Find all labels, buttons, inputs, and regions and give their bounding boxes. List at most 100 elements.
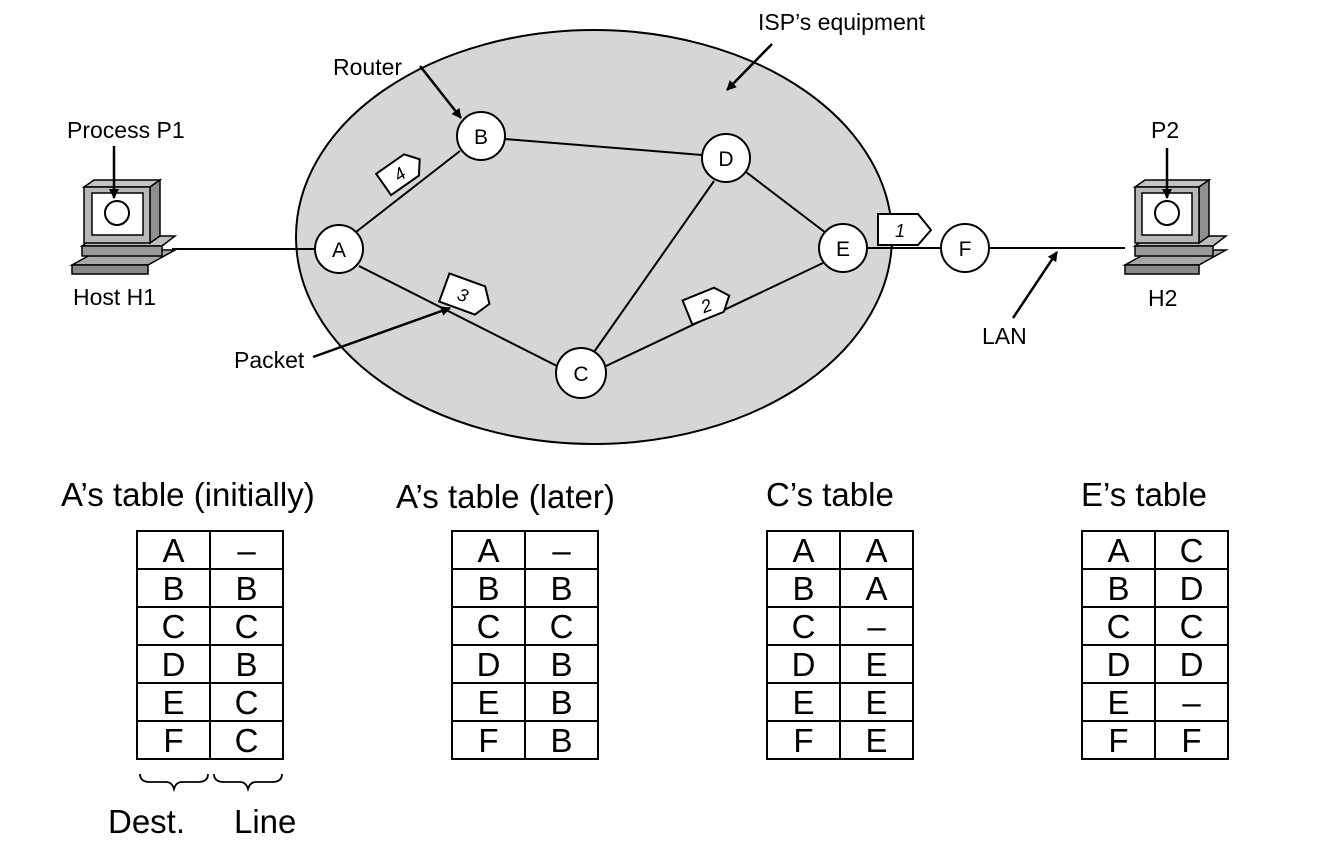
line-brace xyxy=(213,773,283,792)
dest-cell: A xyxy=(1081,530,1156,570)
network-diagram: A B C D E F 1 2 3 4 xyxy=(67,9,1229,445)
router-a: A xyxy=(314,224,364,274)
host-h1-label: Host H1 xyxy=(73,284,156,310)
isp-equipment-label: ISP’s equipment xyxy=(758,9,926,35)
table-row: A– xyxy=(451,530,599,570)
legend-braces xyxy=(139,773,283,792)
process-p1-label: Process P1 xyxy=(67,117,185,143)
dest-cell: F xyxy=(136,720,211,760)
dest-cell: B xyxy=(451,568,526,608)
line-cell: A xyxy=(839,530,914,570)
router-d-label: D xyxy=(718,148,733,171)
dest-cell: A xyxy=(766,530,841,570)
line-cell: – xyxy=(209,530,284,570)
line-cell: C xyxy=(209,682,284,722)
dest-cell: C xyxy=(136,606,211,646)
h2-label: H2 xyxy=(1148,285,1177,311)
table-title-a-initial: A’s table (initially) xyxy=(61,476,315,513)
legend-line: Line xyxy=(234,803,297,840)
line-cell: – xyxy=(524,530,599,570)
table-title-c: C’s table xyxy=(766,476,894,513)
line-cell: B xyxy=(524,568,599,608)
dest-cell: E xyxy=(766,682,841,722)
dest-cell: D xyxy=(766,644,841,684)
router-arrow xyxy=(419,65,462,119)
table-row: C– xyxy=(766,606,914,646)
link-c-d xyxy=(593,180,715,353)
router-e-label: E xyxy=(836,238,850,261)
line-cell: C xyxy=(209,720,284,760)
dest-cell: E xyxy=(136,682,211,722)
host-h1-computer-icon xyxy=(69,178,178,275)
router-c: C xyxy=(555,347,607,399)
link-b-d xyxy=(504,138,703,156)
table-title-a-later: A’s table (later) xyxy=(396,478,615,515)
line-cell: C xyxy=(209,606,284,646)
router-b-label: B xyxy=(474,126,488,149)
packet-1: 1 xyxy=(877,213,933,246)
dest-cell: F xyxy=(766,720,841,760)
packet-4: 4 xyxy=(374,153,421,197)
packet-2: 2 xyxy=(681,286,731,326)
dest-cell: D xyxy=(451,644,526,684)
router-e: E xyxy=(818,223,868,273)
line-cell: B xyxy=(524,720,599,760)
line-cell: C xyxy=(524,606,599,646)
dest-cell: E xyxy=(1081,682,1156,722)
router-f-label: F xyxy=(959,238,972,261)
dest-cell: C xyxy=(451,606,526,646)
dest-cell: A xyxy=(136,530,211,570)
router-c-label: C xyxy=(573,363,588,386)
line-cell: D xyxy=(1154,568,1229,608)
router-a-label: A xyxy=(332,239,346,262)
dest-cell: C xyxy=(1081,606,1156,646)
table-row: A– xyxy=(136,530,284,570)
dest-cell: E xyxy=(451,682,526,722)
dest-cell: B xyxy=(766,568,841,608)
line-cell: B xyxy=(209,644,284,684)
line-cell: B xyxy=(524,644,599,684)
dest-cell: A xyxy=(451,530,526,570)
line-cell: C xyxy=(1154,606,1229,646)
lan-label: LAN xyxy=(982,323,1027,349)
table-row: E– xyxy=(1081,682,1229,722)
router-d: D xyxy=(701,133,751,183)
host-h2-computer-icon xyxy=(1122,178,1229,275)
dest-cell: C xyxy=(766,606,841,646)
link-a-c xyxy=(358,265,558,367)
dest-brace xyxy=(139,773,209,792)
link-a-b xyxy=(355,150,461,233)
dest-cell: D xyxy=(1081,644,1156,684)
table-title-e: E’s table xyxy=(1081,476,1207,513)
line-cell: A xyxy=(839,568,914,608)
line-cell: – xyxy=(839,606,914,646)
line-cell: E xyxy=(839,644,914,684)
line-cell: E xyxy=(839,682,914,722)
line-cell: C xyxy=(1154,530,1229,570)
router-b: B xyxy=(456,111,506,161)
dest-cell: B xyxy=(1081,568,1156,608)
packet-label: Packet xyxy=(234,347,305,373)
dest-cell: B xyxy=(136,568,211,608)
